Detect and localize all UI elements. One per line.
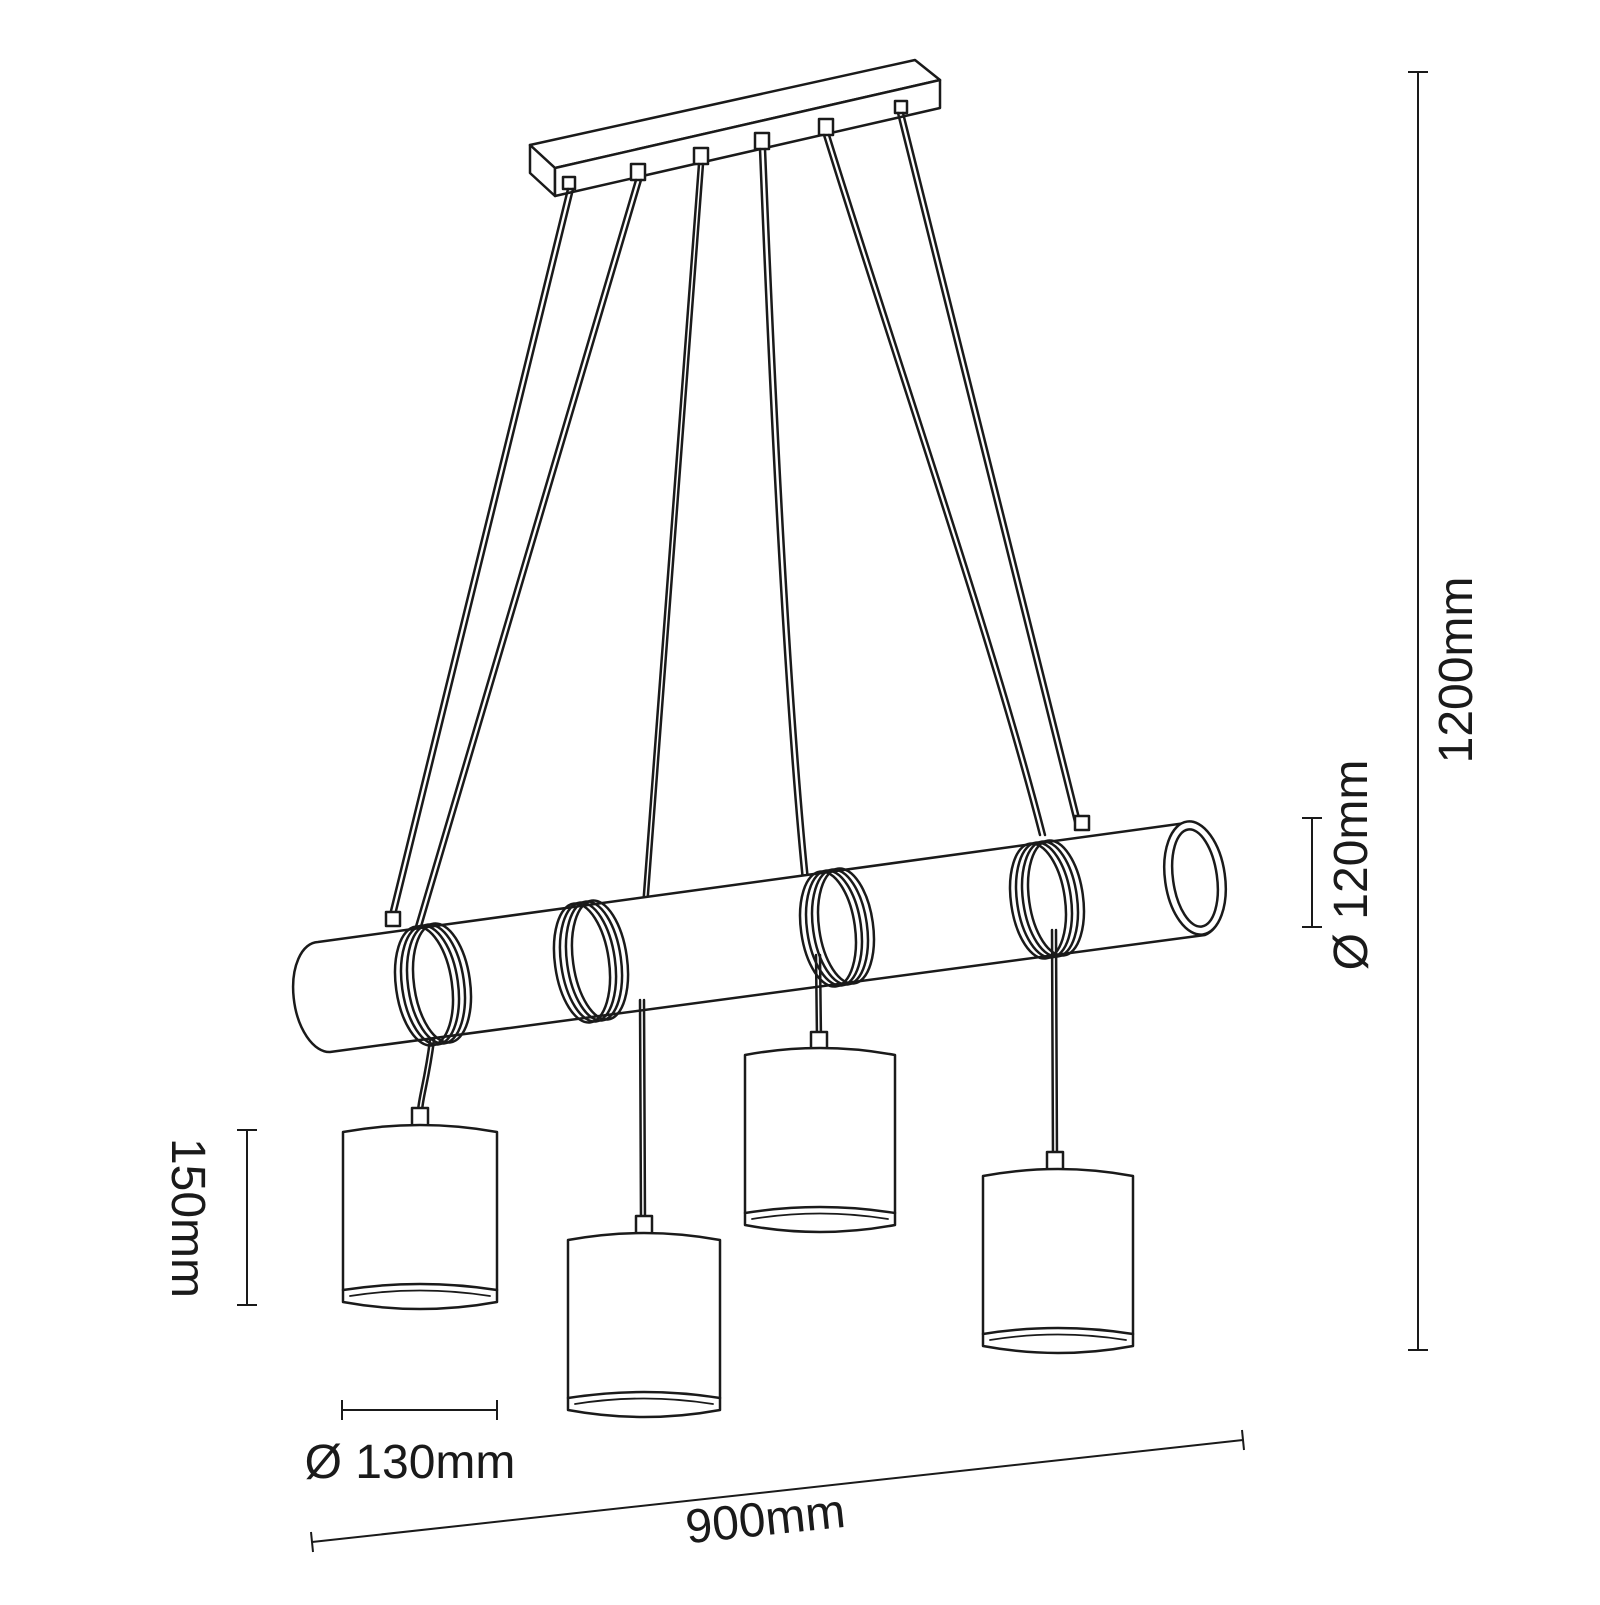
lamp-shade-1 [341,1106,499,1311]
pendant-cables-upper [413,133,1047,1002]
label-beam-diameter: Ø 120mm [1325,760,1378,971]
cable-wrap-4 [1008,839,1086,960]
cable-wrap-3 [798,867,876,988]
canopy-fittings [561,99,909,191]
label-total-height: 1200mm [1430,577,1483,764]
label-shade-height: 150mm [161,1138,214,1298]
lamp-shade-2 [566,1214,722,1419]
label-shade-diameter: Ø 130mm [305,1436,516,1489]
dimension-beam-diameter [1302,817,1322,928]
lamp-shade-3 [743,1030,897,1234]
lamp-shade-4 [981,1150,1135,1355]
dimension-total-height [1408,71,1428,1351]
label-total-width: 900mm [683,1485,848,1554]
dimension-shade-height [237,1129,257,1306]
beam-suspension-cables [388,111,1082,917]
ceiling-canopy [528,58,942,198]
dimension-total-width [310,1429,1245,1553]
beam [291,814,1227,1054]
cable-wrap-1 [393,922,473,1047]
cable-wrap-2 [552,899,630,1024]
dimension-shade-diameter [341,1400,498,1420]
